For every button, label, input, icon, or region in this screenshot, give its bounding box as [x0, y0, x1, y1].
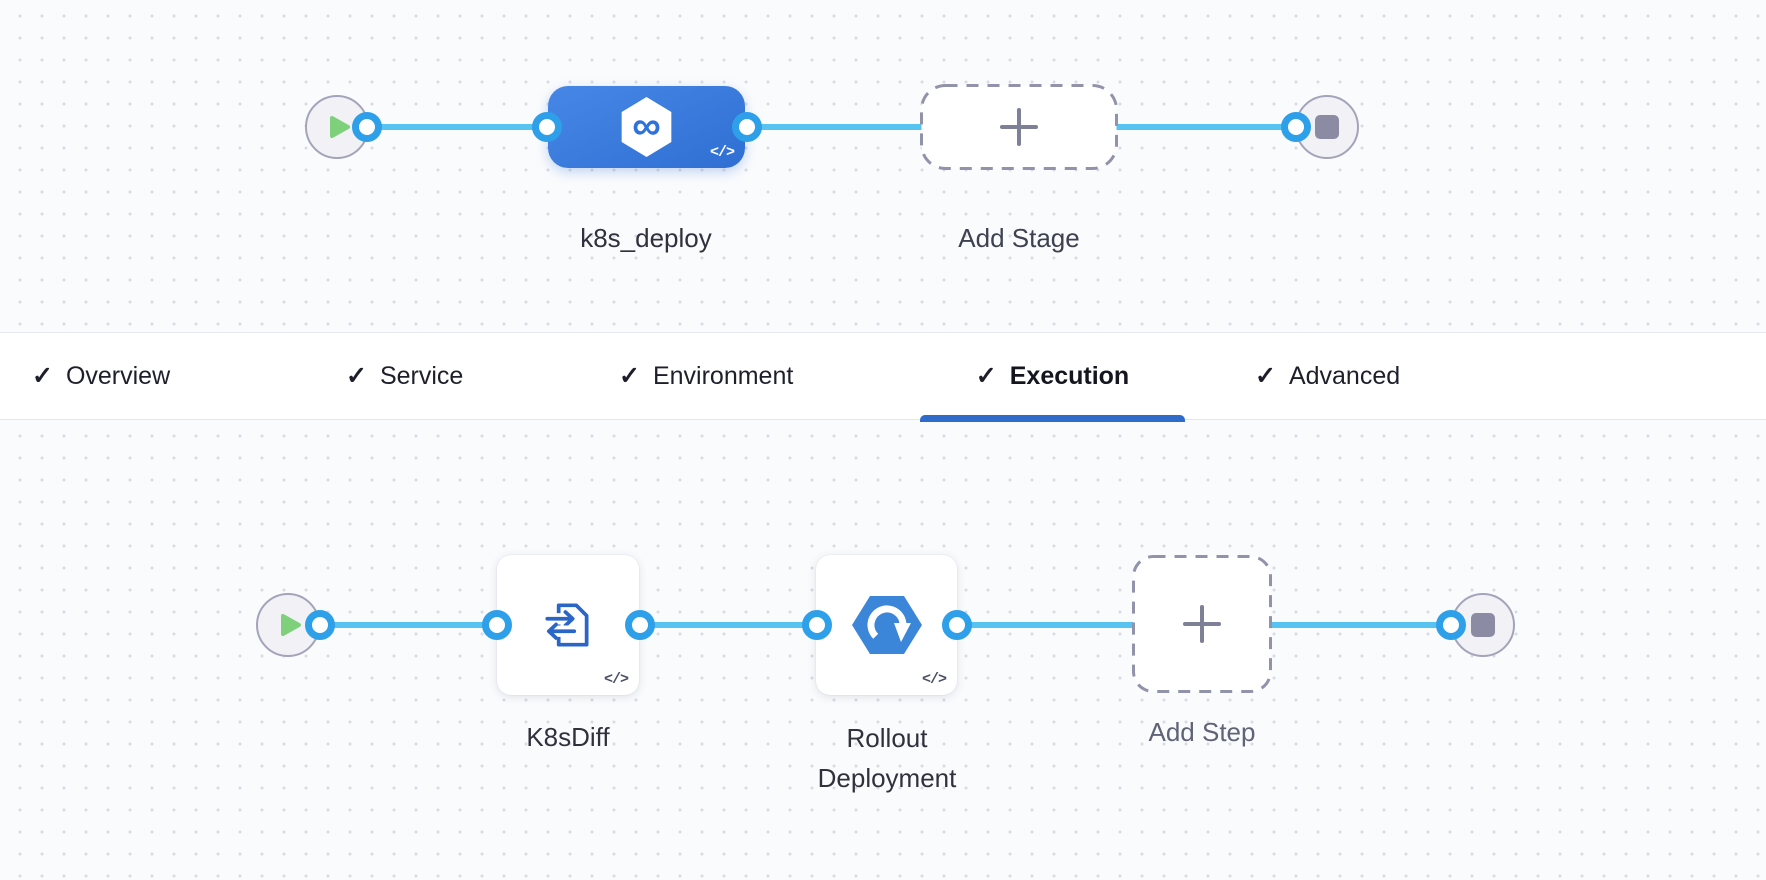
check-icon: ✓ [346, 361, 367, 390]
stage-connector-line [337, 124, 1327, 130]
code-icon: </> [709, 144, 735, 161]
stage-config-tabbar: ✓ Overview ✓ Service ✓ Environment ✓ Exe… [0, 333, 1766, 422]
rollout-deployment-hexagon-rotate-icon [851, 596, 922, 654]
connector-port [802, 610, 832, 640]
check-icon: ✓ [975, 361, 997, 390]
tab-label: Execution [1009, 361, 1130, 390]
play-icon [280, 614, 301, 636]
add-stage-button[interactable] [920, 84, 1118, 170]
step-node-k8sdiff[interactable]: </> [497, 555, 639, 695]
execution-start-node [256, 593, 320, 657]
add-stage-label: Add Stage [958, 223, 1080, 253]
step-node-rollout-deployment[interactable]: </> [816, 555, 957, 695]
tab-execution[interactable]: ✓ Execution [920, 333, 1185, 422]
connector-port [625, 610, 655, 640]
code-icon: </> [921, 671, 947, 688]
tab-label: Environment [652, 361, 794, 390]
stage-node-label: k8s_deploy [580, 223, 712, 253]
plus-icon [1183, 605, 1221, 643]
check-icon: ✓ [32, 361, 53, 390]
connector-port [352, 112, 382, 142]
step-label: Rollout Deployment [817, 723, 957, 793]
check-icon: ✓ [1255, 361, 1276, 390]
add-step-label: Add Step [1148, 717, 1256, 747]
connector-port [532, 112, 562, 142]
tab-service[interactable]: ✓ Service [346, 333, 463, 419]
stop-icon [1315, 115, 1339, 139]
plus-icon [1000, 108, 1038, 146]
connector-port [1436, 610, 1466, 640]
active-tab-underline [920, 415, 1185, 422]
deploy-stage-hexagon-infinity-icon: ∞ [621, 97, 672, 157]
connector-port [732, 112, 762, 142]
k8s-diff-document-swap-icon [545, 603, 589, 647]
infinity-glyph: ∞ [632, 103, 661, 148]
execution-graph-canvas[interactable]: </> </> K8sDiff Rollout Deployment Add S… [0, 420, 1766, 880]
code-icon: </> [603, 671, 629, 688]
stop-icon [1471, 613, 1495, 637]
tab-label: Service [379, 361, 464, 390]
stage-node-k8s-deploy[interactable]: ∞ </> [548, 86, 745, 168]
tab-advanced[interactable]: ✓ Advanced [1255, 333, 1400, 419]
stage-graph-canvas[interactable]: ∞ </> k8s_deploy Add Stage [0, 0, 1766, 333]
tab-overview[interactable]: ✓ Overview [32, 333, 170, 419]
connector-port [482, 610, 512, 640]
tab-label: Advanced [1288, 361, 1401, 390]
tab-label: Overview [65, 361, 171, 390]
check-icon: ✓ [619, 361, 640, 390]
connector-port [1281, 112, 1311, 142]
connector-port [305, 610, 335, 640]
play-icon [329, 116, 350, 138]
add-step-button[interactable] [1132, 555, 1272, 693]
connector-port [942, 610, 972, 640]
step-label: K8sDiff [526, 722, 610, 752]
tab-environment[interactable]: ✓ Environment [619, 333, 793, 419]
